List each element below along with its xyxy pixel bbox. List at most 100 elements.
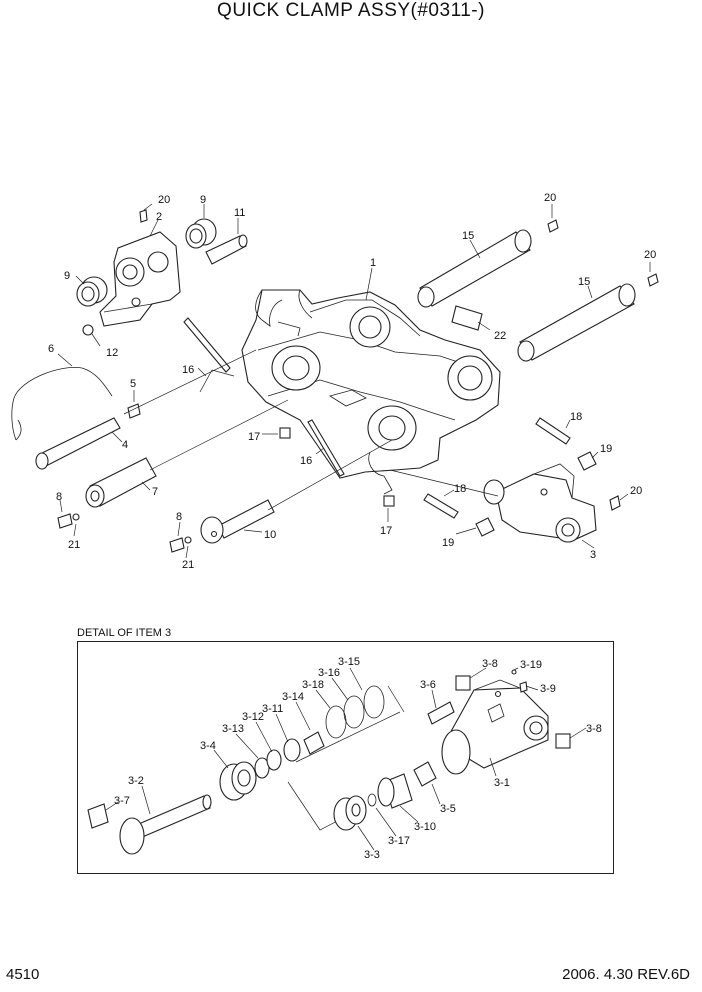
page-title: QUICK CLAMP ASSY(#0311-): [217, 0, 485, 21]
bolt-part-left: [57, 513, 73, 529]
bushing-part-lower: [76, 276, 108, 307]
cylinder-part: [483, 463, 597, 543]
callout-label: 3: [590, 549, 596, 561]
assembly-guide-lines: [123, 349, 499, 511]
detail-frame: [77, 641, 614, 874]
callout-label: 22: [494, 330, 506, 342]
callout-label: 20: [544, 192, 556, 204]
callout-label: 2: [156, 211, 162, 223]
bushing-part-upper: [185, 218, 217, 249]
callout-label: 18: [454, 483, 466, 495]
callout-label: 16: [300, 455, 312, 467]
seal-part-3-13: [254, 757, 270, 779]
bracket-part: [99, 231, 181, 327]
callout-label: 3-10: [414, 821, 436, 833]
spacer-part-lower: [383, 495, 395, 507]
callout-label: 5: [130, 378, 136, 390]
callout-label: 21: [68, 539, 80, 551]
elbow-part-lower: [475, 517, 495, 537]
snap-ring-part: [82, 324, 94, 336]
leader-lines: [57, 203, 651, 559]
callout-label: 3-3: [364, 849, 380, 861]
piston-part: [333, 795, 367, 831]
hose-fitting-part-lower: [423, 493, 459, 519]
short-pin-part: [205, 234, 248, 265]
wire-lanyard-part: [11, 366, 113, 441]
o-ring-part-3-17: [367, 793, 377, 807]
gland-part: [219, 761, 257, 801]
callout-label: 3-11: [262, 703, 283, 715]
lock-pin-part: [35, 417, 121, 470]
callout-label: 21: [182, 559, 194, 571]
callout-label: 20: [644, 249, 656, 261]
wear-ring-part-3-14: [303, 731, 325, 755]
callout-label: 8: [176, 511, 182, 523]
callout-label: 3-5: [440, 803, 456, 815]
callout-label: 15: [578, 276, 590, 288]
callout-label: 16: [182, 364, 194, 376]
callout-label: 3-12: [242, 711, 264, 723]
grease-fitting-part-cylinder: [609, 495, 621, 511]
seal-part-3-11: [283, 738, 301, 762]
callout-label: 3-17: [388, 835, 410, 847]
long-bolt-part-lower: [307, 419, 345, 477]
bolt-part-center: [169, 537, 185, 553]
detail-heading: DETAIL OF ITEM 3: [77, 627, 172, 639]
callout-label: 9: [200, 194, 206, 206]
seal-part-3-12: [266, 749, 282, 771]
callout-label: 8: [56, 491, 62, 503]
detail-leader-lines: [105, 667, 587, 851]
sleeve-part-3-10: [377, 773, 413, 809]
detail-assembly: [87, 667, 587, 855]
washer-part-center: [184, 536, 192, 544]
callout-label: 6: [48, 343, 54, 355]
callout-label: 3-14: [282, 691, 304, 703]
page-number: 4510: [6, 966, 40, 983]
backup-ring-part-3-16: [343, 695, 365, 729]
callout-label: 19: [442, 537, 454, 549]
elbow-part-upper: [577, 451, 597, 471]
grease-fitting-part: [139, 209, 148, 223]
o-ring-part-3-15: [363, 685, 385, 719]
callout-label: 4: [122, 439, 128, 451]
detail-callouts: 3-15 3-16 3-18 3-8 3-19 3-14 3-6 3-9 3-1…: [114, 656, 602, 861]
long-bolt-part-upper: [183, 317, 231, 373]
callout-label: 11: [234, 207, 245, 219]
long-pin-part-upper: [417, 219, 559, 308]
callout-label: 17: [380, 525, 392, 537]
callout-label: 3-18: [302, 679, 324, 691]
fitting-part-3-9: [519, 681, 528, 693]
main-callouts: 20 9 11 2 9 1 15 20 20 15 12 22 6 5 16 4…: [48, 192, 656, 571]
callout-label: 3-1: [494, 777, 510, 789]
long-pin-part-lower: [517, 273, 659, 362]
callout-label: 3-16: [318, 667, 340, 679]
callout-label: 15: [462, 230, 474, 242]
washer-part-left: [72, 513, 80, 521]
callout-label: 3-7: [114, 795, 130, 807]
cap-part-3-8-lower: [555, 733, 571, 749]
callout-label: 3-8: [586, 723, 602, 735]
revision-date: 2006. 4.30 REV.6D: [562, 966, 690, 983]
piston-rod-part: [119, 794, 212, 855]
callout-label: 3-8: [482, 658, 498, 670]
callout-label: 3-9: [540, 683, 556, 695]
callout-label: 20: [630, 485, 642, 497]
callout-label: 3-2: [128, 775, 144, 787]
flange-pin-part: [200, 499, 275, 544]
callout-label: 7: [152, 486, 158, 498]
callout-label: 3-15: [338, 656, 360, 668]
callout-label: 1: [370, 257, 376, 269]
callout-label: 10: [264, 529, 276, 541]
callout-label: 18: [570, 411, 582, 423]
main-assembly: [11, 203, 659, 559]
callout-label: 3-6: [420, 679, 436, 691]
nut-part-3-5: [413, 761, 437, 787]
sleeve-part: [85, 457, 157, 508]
check-valve-part-3-6: [427, 701, 455, 725]
callout-label: 9: [64, 270, 70, 282]
callout-label: 12: [106, 347, 118, 359]
spacer-part-upper: [279, 427, 291, 439]
rod-bushing-part: [87, 803, 109, 829]
hose-fitting-part-upper: [535, 417, 571, 445]
